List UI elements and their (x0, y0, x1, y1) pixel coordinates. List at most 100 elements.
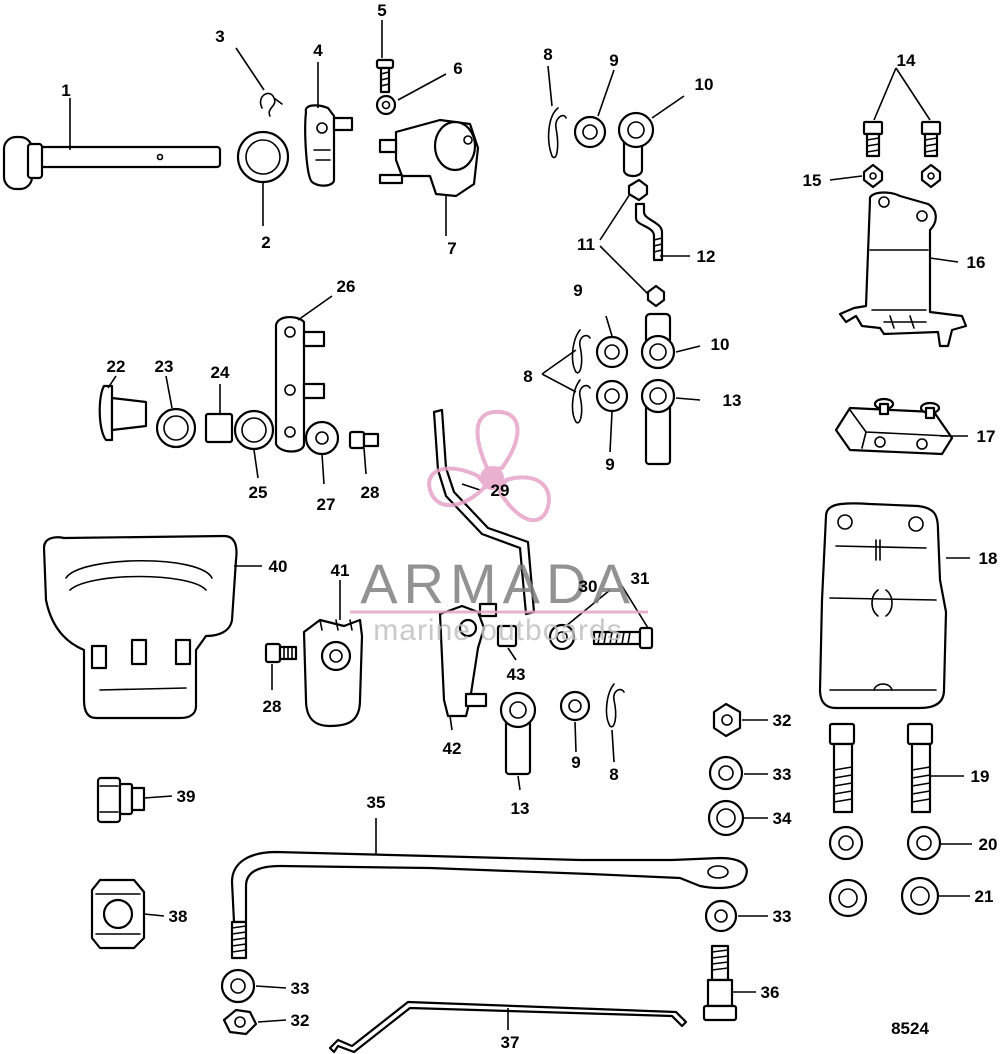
part-28-screw-lower (264, 642, 298, 664)
callout-2: 2 (261, 233, 270, 252)
part-42-lever (438, 602, 498, 718)
part-43-spacer (496, 624, 518, 648)
callout-33-upper: 33 (773, 765, 792, 784)
watermark-subtitle: marine outboards (373, 614, 622, 647)
callout-9-top: 9 (609, 51, 618, 70)
part-6-washer (375, 94, 397, 116)
callout-33-right: 33 (773, 907, 792, 926)
part-28-screw-upper (348, 430, 380, 450)
callout-41: 41 (331, 561, 350, 580)
part-34-bushing (707, 799, 745, 837)
callout-8-mid: 8 (523, 367, 532, 386)
callout-20: 20 (979, 835, 998, 854)
part-37-wire (328, 1000, 688, 1054)
part-35-link-arm (230, 850, 748, 960)
part-11-nut-lower (646, 284, 666, 308)
part-22-pin (98, 384, 148, 442)
callout-17: 17 (977, 427, 996, 446)
part-9-washer-lower (559, 690, 591, 722)
part-23-washer (155, 407, 197, 449)
callout-21: 21 (975, 887, 994, 906)
part-26-switch-plate (274, 316, 326, 453)
callout-38: 38 (169, 907, 188, 926)
part-33-washer-lower-left (220, 968, 256, 1004)
callout-10-mid: 10 (711, 335, 730, 354)
watermark-logo: ARMADA marine outboards (350, 409, 648, 647)
part-39-bushing (96, 776, 146, 824)
part-18-plate (818, 502, 948, 710)
part-21-bushing-right (900, 876, 940, 916)
part-12-link-rod (634, 202, 664, 262)
callout-13-mid: 13 (723, 391, 742, 410)
callout-7: 7 (447, 239, 456, 258)
callout-13-lower: 13 (511, 799, 530, 818)
callout-8-lower: 8 (609, 765, 618, 784)
part-27-washer (304, 420, 340, 456)
callout-26: 26 (337, 277, 356, 296)
part-14-bolt-left (862, 120, 884, 158)
part-5-screw (375, 58, 395, 94)
callout-4: 4 (313, 41, 323, 60)
part-13-ball-joint-lower (499, 691, 537, 776)
part-36-shoulder-bolt (702, 944, 738, 1022)
part-16-bracket (838, 191, 968, 348)
callout-12: 12 (697, 247, 716, 266)
part-20-washer-left (828, 825, 864, 861)
part-9-washer-mid-upper (595, 335, 629, 369)
part-24-spacer (204, 412, 234, 444)
callout-23: 23 (155, 357, 174, 376)
figure-number: 8524 (891, 1019, 929, 1038)
callout-32-upper: 32 (773, 711, 792, 730)
callout-11: 11 (577, 235, 595, 254)
callout-9-mid-upper: 9 (573, 281, 582, 300)
part-3-clip (259, 92, 283, 117)
callout-39: 39 (177, 787, 196, 806)
callout-28-upper: 28 (361, 483, 380, 502)
callout-28-lower: 28 (263, 697, 282, 716)
part-8-clip-mid-lower (571, 379, 591, 424)
callout-37: 37 (501, 1033, 520, 1052)
propeller-icon (427, 409, 551, 523)
callout-40: 40 (269, 557, 288, 576)
part-21-bushing-left (828, 878, 868, 918)
part-2-ring (236, 130, 290, 184)
leader-lines (69, 20, 972, 1030)
part-8-clip-mid-upper (571, 329, 591, 374)
callout-16: 16 (967, 253, 986, 272)
part-32-nut-lower (222, 1008, 258, 1036)
part-9-washer-top (573, 115, 607, 149)
part-9-washer-mid-lower (595, 379, 629, 413)
callout-30: 30 (579, 577, 598, 596)
part-11-nut-upper (627, 178, 649, 202)
callout-5: 5 (377, 1, 386, 20)
part-13-ball-joint-mid (640, 378, 676, 466)
part-15-nut-left (862, 163, 884, 189)
part-19-bolt-left (828, 722, 856, 814)
part-7-switch (378, 118, 480, 198)
part-17-block (834, 397, 954, 456)
callout-6: 6 (453, 59, 462, 78)
part-32-nut-upper (712, 702, 742, 738)
callout-24: 24 (211, 363, 230, 382)
part-33-washer-right (704, 899, 738, 933)
part-10-ball-joint-top (617, 111, 655, 178)
callout-1: 1 (61, 81, 70, 100)
callout-22: 22 (107, 357, 126, 376)
callout-15: 15 (803, 171, 822, 190)
callout-19: 19 (971, 767, 990, 786)
callout-31: 31 (631, 569, 650, 588)
part-25-bushing (233, 409, 275, 451)
callout-43: 43 (507, 665, 526, 684)
part-1-shift-shaft (2, 135, 222, 191)
callout-18: 18 (979, 549, 998, 568)
part-14-bolt-right (920, 120, 942, 158)
callout-labels: 1 2 3 4 5 6 7 8 9 10 11 12 9 10 8 13 9 1… (61, 1, 997, 1052)
part-15-nut-right (920, 163, 942, 189)
part-8-clip-lower (605, 683, 625, 728)
part-20-washer-right (906, 825, 942, 861)
callout-14: 14 (897, 51, 916, 70)
callout-33-lower-left: 33 (291, 979, 310, 998)
callout-27: 27 (317, 495, 336, 514)
part-33-washer-upper (708, 755, 744, 791)
